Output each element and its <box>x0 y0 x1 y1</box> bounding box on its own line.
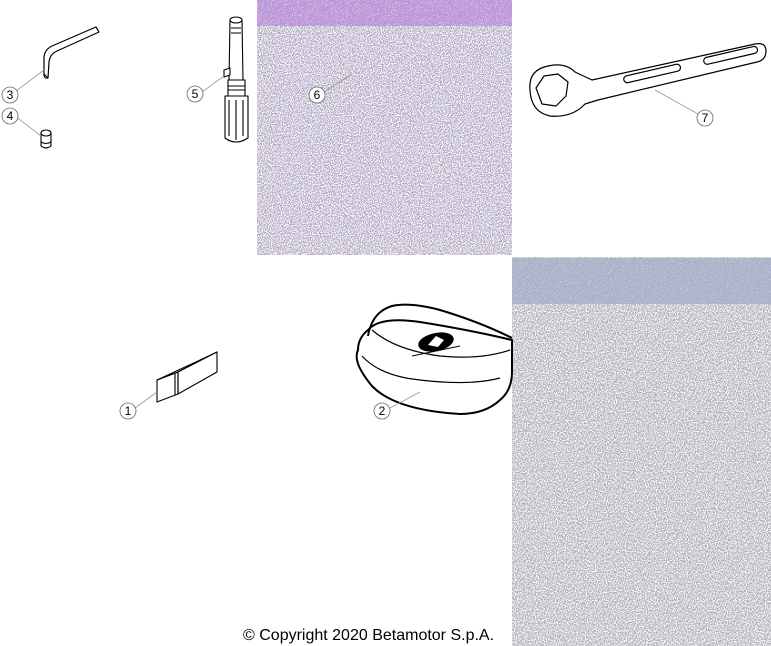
callout-1: 1 <box>119 402 137 420</box>
svg-text:2: 2 <box>379 404 386 418</box>
svg-text:1: 1 <box>125 404 132 418</box>
svg-text:5: 5 <box>192 87 199 101</box>
noise-tile-bottom <box>512 257 771 646</box>
svg-text:6: 6 <box>314 88 321 102</box>
callout-5: 5 <box>186 85 204 103</box>
tool-pouch-icon <box>355 303 513 415</box>
callout-4: 4 <box>1 107 19 125</box>
callout-3: 3 <box>1 86 19 104</box>
spark-plug-wrench-icon <box>223 16 249 143</box>
sleeve-icon <box>40 129 52 149</box>
copyright-notice: © Copyright 2020 Betamotor S.p.A. <box>243 627 495 644</box>
hex-key-icon <box>43 26 100 79</box>
callout-6: 6 <box>308 86 326 104</box>
svg-text:7: 7 <box>702 111 709 125</box>
svg-text:4: 4 <box>7 109 14 123</box>
noise-tile-top <box>257 0 512 255</box>
noise-band-top <box>257 0 512 26</box>
noise-band-bottom <box>512 258 771 304</box>
svg-text:3: 3 <box>7 88 14 102</box>
callout-2: 2 <box>373 402 391 420</box>
usb-stick-icon <box>156 351 218 403</box>
leader-lines <box>14 69 699 409</box>
spanner-icon <box>529 43 767 117</box>
callout-7: 7 <box>696 109 714 127</box>
